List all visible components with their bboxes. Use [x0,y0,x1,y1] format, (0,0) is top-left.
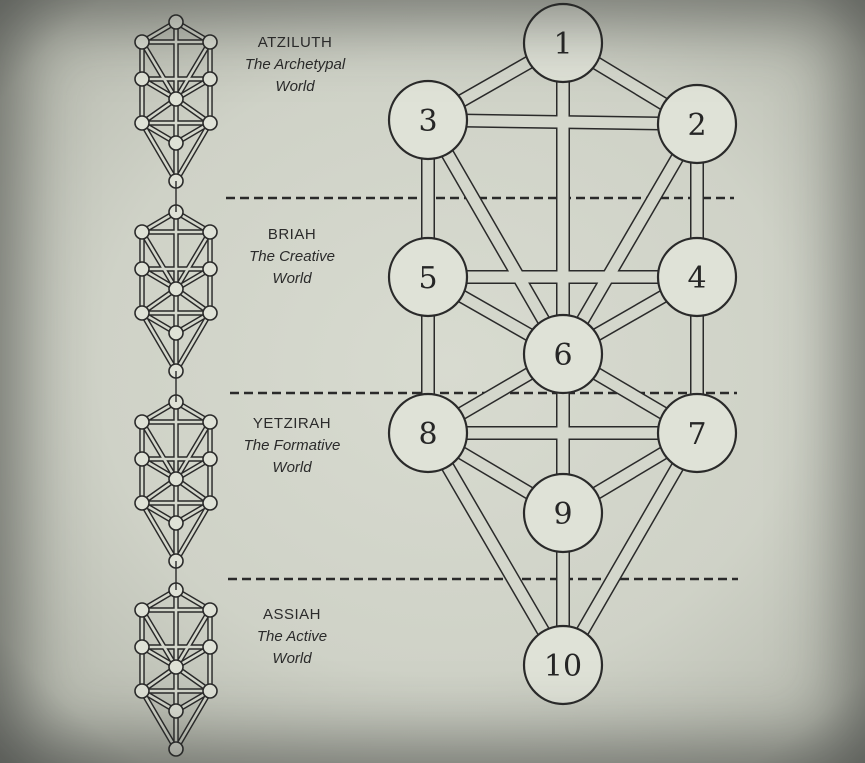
sephira-circle [522,2,604,84]
mini-tree [134,394,218,569]
mini-node [202,34,218,50]
mini-node [202,261,218,277]
sephira-circle [656,236,738,318]
sephira-number: 7 [687,417,706,452]
mini-node [134,224,150,240]
mini-node [134,414,150,430]
mini-tree [134,582,218,757]
sephira-circle [656,392,738,474]
world-subtitle: World [272,270,312,287]
mini-trees-column [134,14,218,757]
mini-node [134,683,150,699]
path-channel [423,430,568,668]
mini-path [174,312,212,372]
mini-path [174,421,212,480]
mini-node [168,281,184,297]
sephira-circle [522,313,604,395]
mini-path [174,690,212,750]
sephira-number: 10 [544,649,582,684]
mini-node [202,495,218,511]
mini-node [134,451,150,467]
sephira-number: 5 [418,261,437,296]
mini-path [174,122,212,182]
mini-node [134,639,150,655]
world-name: YETZIRAH [252,415,332,432]
mini-node [168,91,184,107]
path-channel [558,430,702,668]
world-subtitle: The Formative [243,437,341,454]
world-name: BRIAH [267,226,317,243]
mini-path [174,41,212,100]
world-label-yetzirah: YETZIRAH The Formative World [212,413,372,479]
sephiroth-nodes: 1 2 3 4 5 6 7 8 9 10 [387,2,738,706]
sephira-number: 3 [418,104,437,139]
path-channel [558,121,702,357]
mini-node [134,261,150,277]
sephira-number: 8 [418,417,437,452]
path-channel [427,114,698,130]
world-label-briah: BRIAH The Creative World [212,224,372,290]
sephira-number: 6 [553,338,572,373]
mini-node [202,414,218,430]
mini-node [202,71,218,87]
mini-node [202,115,218,131]
mini-node [168,471,184,487]
mini-node [134,115,150,131]
mini-path [140,41,178,100]
mini-path [174,502,212,562]
mini-tree [134,14,218,189]
mini-path [174,231,212,290]
mini-node [202,305,218,321]
mini-node [134,602,150,618]
sephira-number: 4 [687,261,706,296]
mini-node [134,71,150,87]
world-name: ATZILUTH [257,34,333,51]
mini-node [202,451,218,467]
mini-path [174,609,212,668]
sephira-circle [387,79,469,161]
world-name: ASSIAH [262,606,322,623]
world-subtitle: The Archetypal [244,56,346,73]
sephira-circle [522,624,604,706]
mini-node [134,305,150,321]
sephira-number: 9 [553,497,572,532]
sephira-circle [656,83,738,165]
sephira-circle [522,472,604,554]
sephira-circle [387,392,469,474]
mini-path [140,421,178,480]
world-subtitle: The Active [256,628,328,645]
sephira-number: 1 [553,27,572,62]
path-channel [423,117,568,357]
mini-node [134,495,150,511]
mini-node [168,14,184,30]
mini-path [140,312,178,372]
mini-path [140,690,178,750]
mini-node [202,602,218,618]
world-subtitle: World [272,650,312,667]
mini-path [140,231,178,290]
mini-node [202,224,218,240]
mini-path [140,502,178,562]
world-subtitle: World [275,78,315,95]
mini-node [168,741,184,757]
mini-path [140,609,178,668]
mini-node [168,325,184,341]
sephira-circle [387,236,469,318]
mini-tree [134,204,218,379]
sephira-number: 2 [687,108,706,143]
mini-node [168,515,184,531]
world-subtitle: The Creative [249,248,335,265]
mini-node [202,639,218,655]
world-subtitle: World [272,459,312,476]
mini-node [134,34,150,50]
mini-path [140,122,178,182]
mini-node [168,703,184,719]
world-label-atziluth: ATZILUTH The Archetypal World [215,32,375,98]
mini-node [202,683,218,699]
mini-node [168,135,184,151]
world-label-assiah: ASSIAH The Active World [212,604,372,670]
mini-node [168,659,184,675]
